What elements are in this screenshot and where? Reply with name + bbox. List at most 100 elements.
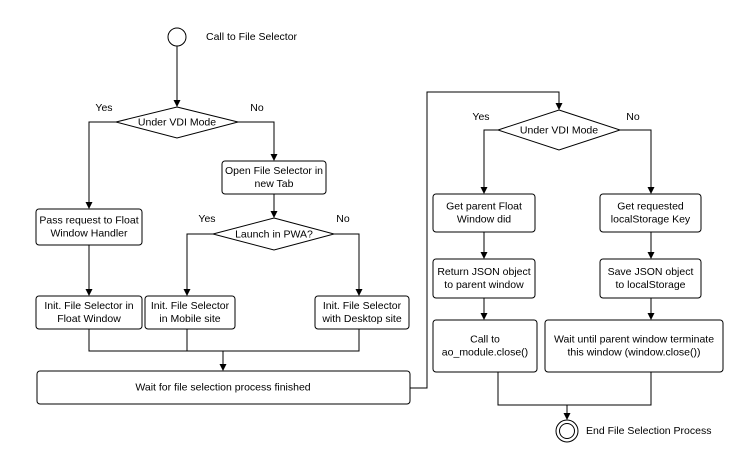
init-desktop-node bbox=[314, 295, 410, 330]
label-line: to localStorage bbox=[615, 279, 685, 291]
label-line: Pass request to Float bbox=[39, 214, 138, 226]
arrowhead bbox=[480, 187, 488, 194]
label-line: Wait for file selection process finished bbox=[135, 381, 310, 393]
call-close-node bbox=[432, 319, 538, 373]
arrowhead bbox=[270, 211, 278, 218]
label-line: Yes bbox=[95, 102, 112, 114]
label-line: this window (window.close()) bbox=[567, 346, 700, 358]
edge-float-merge bbox=[88, 329, 223, 352]
get-parent-float-node bbox=[432, 193, 536, 233]
label-line: Window Handler bbox=[50, 227, 128, 239]
label-line: Call to bbox=[470, 333, 500, 345]
init-float-node bbox=[35, 295, 143, 330]
label-line: Under VDI Mode bbox=[520, 124, 598, 136]
nodes: Call to File Selector Under VDI Mode Yes… bbox=[35, 27, 724, 443]
pwa-decision-label: Launch in PWA? bbox=[235, 228, 313, 240]
arrowhead bbox=[183, 289, 191, 296]
edge-desktop-merge bbox=[223, 329, 360, 352]
arrowhead bbox=[173, 100, 181, 107]
get-localstorage-key-node bbox=[599, 193, 702, 233]
vdi-mode-decision-right bbox=[496, 109, 622, 151]
end-node-inner bbox=[559, 423, 575, 439]
vdi-mode-decision-left bbox=[115, 106, 239, 139]
arrowhead bbox=[270, 154, 278, 161]
label-line: Under VDI Mode bbox=[138, 116, 216, 128]
label-line: new Tab bbox=[255, 178, 294, 190]
save-json-node bbox=[599, 258, 702, 299]
arrowhead bbox=[647, 187, 655, 194]
label-line: End File Selection Process bbox=[586, 425, 711, 437]
label-line: Init. File Selector in bbox=[44, 300, 133, 312]
edge-vdi-right-yes bbox=[483, 129, 498, 188]
label-line: localStorage Key bbox=[611, 213, 691, 225]
pwa-no-label: No bbox=[336, 213, 350, 225]
wait-finished-node bbox=[36, 370, 411, 405]
vdi-left-no-label: No bbox=[250, 102, 264, 114]
label-line: Open File Selector in bbox=[225, 165, 323, 177]
label-line: Init. File Selector bbox=[151, 300, 230, 312]
vdi-left-yes-label: Yes bbox=[95, 102, 112, 114]
start-node bbox=[167, 27, 187, 47]
label-line: Window did bbox=[457, 213, 511, 225]
label-line: Call to File Selector bbox=[206, 31, 298, 43]
edge-vdi-left-yes bbox=[88, 121, 116, 203]
arrowhead bbox=[563, 413, 571, 420]
arrowhead bbox=[480, 252, 488, 259]
connectors bbox=[85, 46, 655, 420]
vdi-mode-decision-right-label: Under VDI Mode bbox=[520, 124, 598, 136]
edge-terminate-merge bbox=[567, 372, 652, 406]
edge-pwa-no bbox=[334, 233, 360, 290]
label-line: Get parent Float bbox=[446, 200, 522, 212]
vdi-right-no-label: No bbox=[626, 111, 640, 123]
arrowhead bbox=[480, 313, 488, 320]
init-mobile-node bbox=[144, 295, 236, 330]
label-line: Return JSON object bbox=[437, 266, 530, 278]
start-label: Call to File Selector bbox=[206, 31, 298, 43]
label-line: ao_module.close() bbox=[442, 346, 528, 358]
label-line: in Mobile site bbox=[159, 313, 220, 325]
wait-terminate-node bbox=[544, 319, 724, 373]
end-label: End File Selection Process bbox=[586, 425, 711, 437]
arrowhead bbox=[85, 289, 93, 296]
pwa-decision bbox=[211, 217, 336, 251]
arrowhead bbox=[219, 364, 227, 371]
label-line: Init. File Selector bbox=[323, 300, 402, 312]
label-line: Yes bbox=[198, 213, 215, 225]
edge-wait-to-vdi-right bbox=[410, 91, 560, 389]
pwa-yes-label: Yes bbox=[198, 213, 215, 225]
return-json-node bbox=[432, 258, 536, 299]
vdi-right-yes-label: Yes bbox=[472, 111, 489, 123]
label-line: No bbox=[336, 213, 350, 225]
edge-close-merge bbox=[497, 372, 567, 406]
label-line: Wait until parent window terminate bbox=[554, 333, 714, 345]
label-line: No bbox=[626, 111, 640, 123]
open-new-tab-node bbox=[221, 160, 327, 195]
label-line: No bbox=[250, 102, 264, 114]
vdi-mode-decision-left-label: Under VDI Mode bbox=[138, 116, 216, 128]
arrowhead bbox=[355, 289, 363, 296]
edge-vdi-right-no bbox=[620, 129, 652, 188]
wait-finished-label: Wait for file selection process finished bbox=[135, 381, 310, 393]
label-line: Save JSON object bbox=[608, 266, 694, 278]
label-line: to parent window bbox=[444, 279, 524, 291]
pass-request-node bbox=[35, 208, 143, 246]
arrowhead bbox=[85, 202, 93, 209]
edge-vdi-left-no bbox=[238, 121, 275, 155]
arrowhead bbox=[555, 103, 563, 110]
label-line: Get requested bbox=[617, 200, 684, 212]
label-line: Launch in PWA? bbox=[235, 228, 313, 240]
label-line: with Desktop site bbox=[321, 313, 402, 325]
arrowhead bbox=[647, 252, 655, 259]
